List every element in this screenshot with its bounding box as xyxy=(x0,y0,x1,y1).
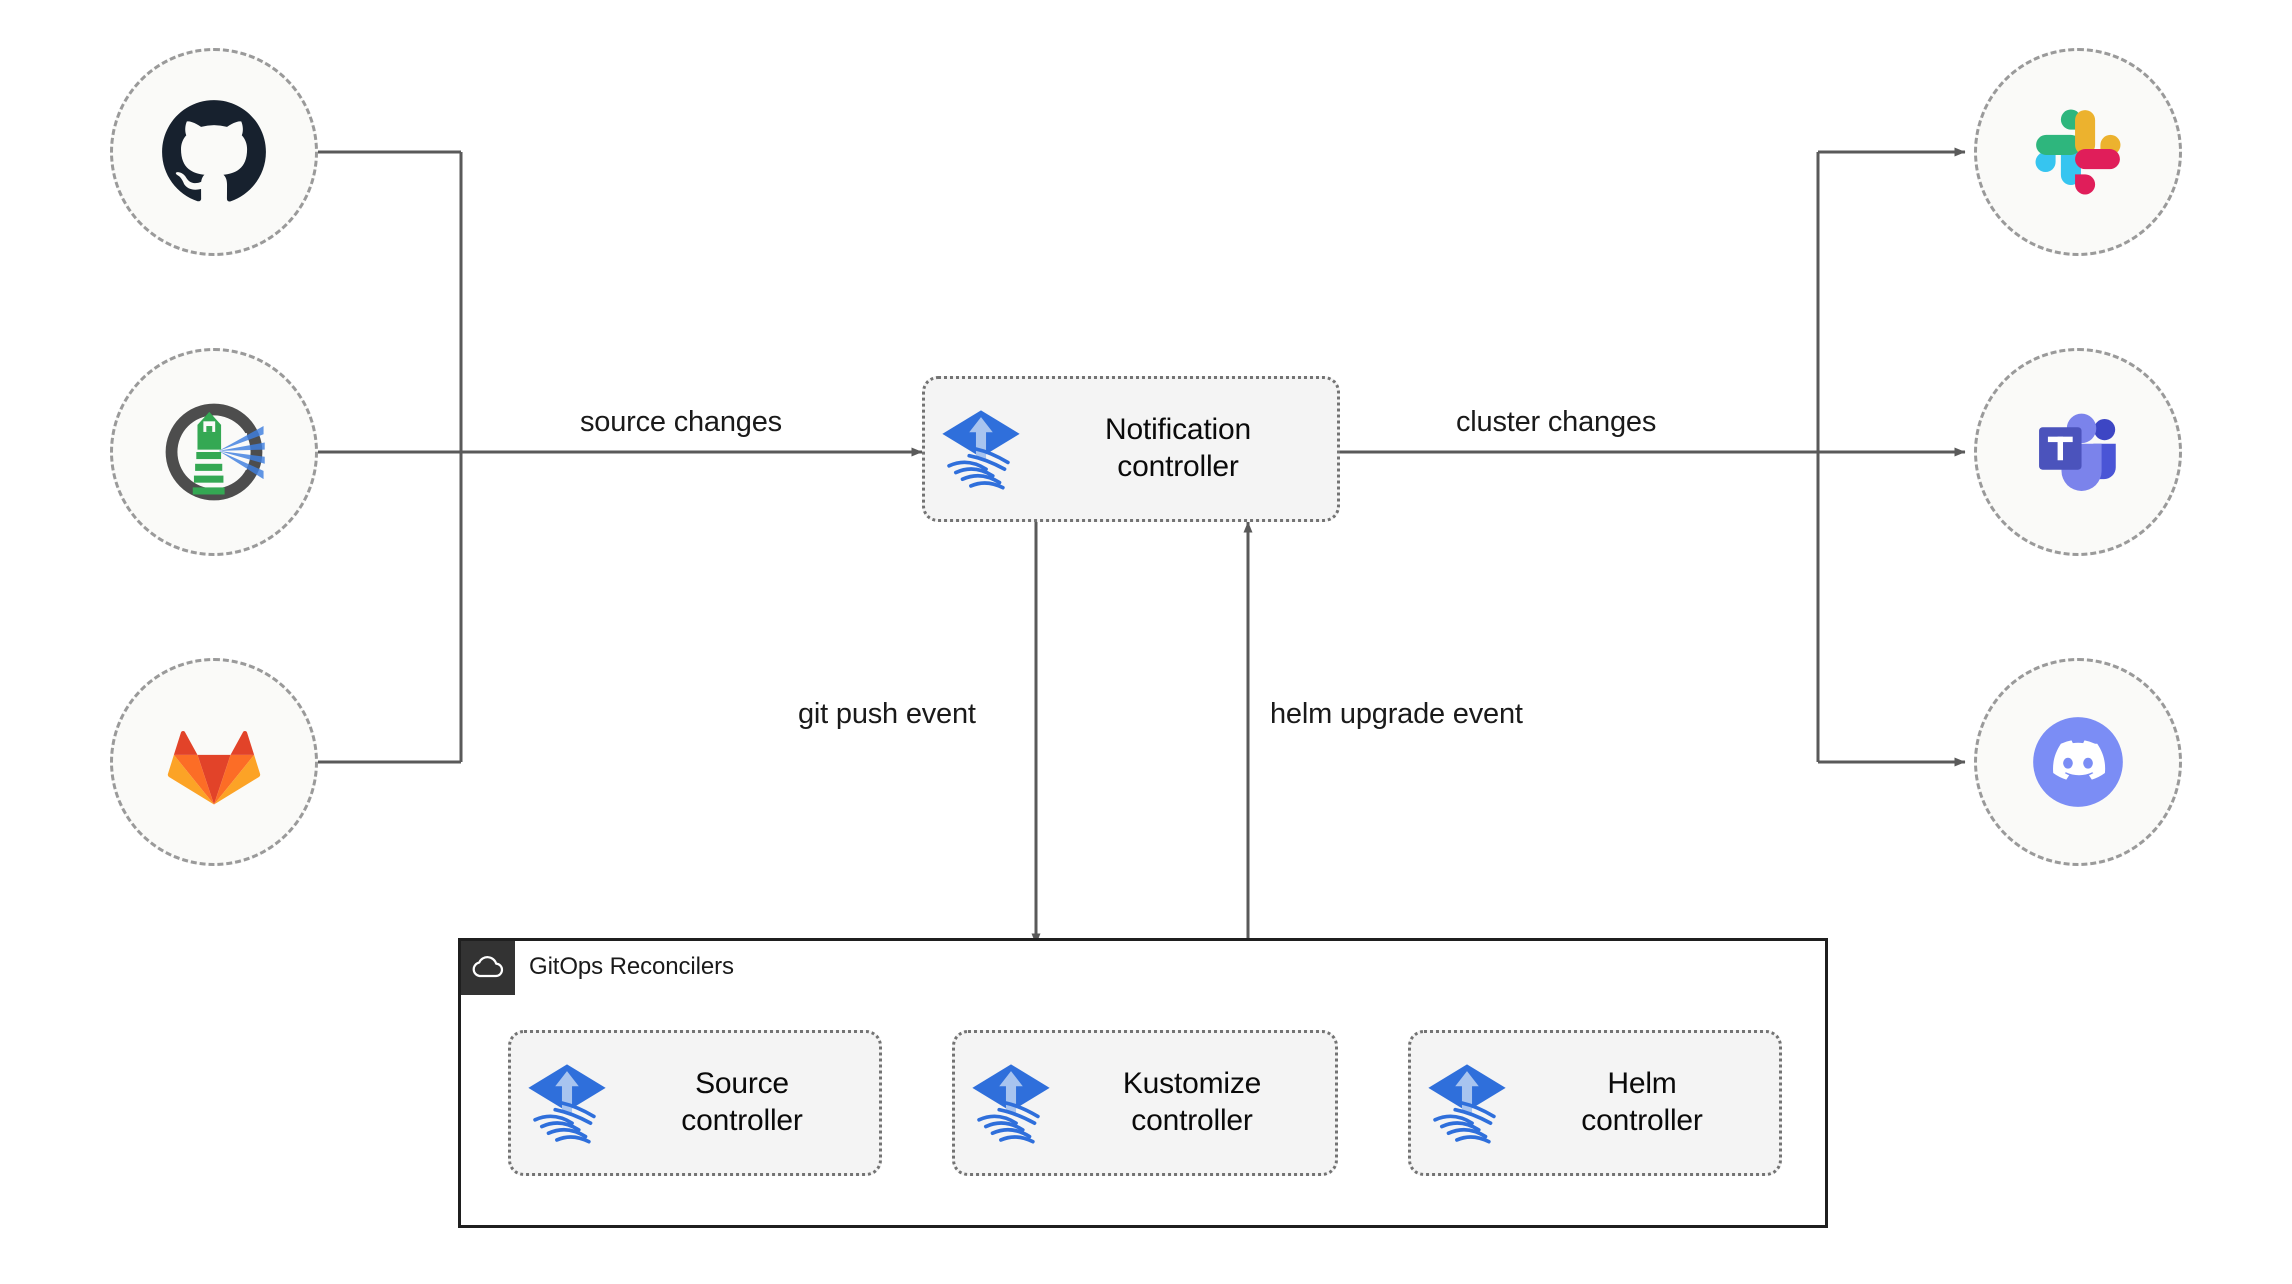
target-node-slack[interactable] xyxy=(1974,48,2182,256)
github-icon xyxy=(162,100,266,202)
microsoft-teams-icon xyxy=(2039,413,2116,491)
target-node-discord[interactable] xyxy=(1974,658,2182,866)
flux-logo-icon xyxy=(942,410,1020,490)
edge-label-git-push-event: git push event xyxy=(790,696,984,733)
target-node-teams[interactable] xyxy=(1974,348,2182,556)
reconcilers-title: GitOps Reconcilers xyxy=(529,953,734,980)
edge-label-helm-upgrade-event: helm upgrade event xyxy=(1262,696,1531,733)
flux-logo-icon xyxy=(1428,1064,1506,1144)
edge-label-cluster-changes: cluster changes xyxy=(1448,404,1665,441)
source-node-harbor[interactable] xyxy=(110,348,318,556)
edge-label-source-changes: source changes xyxy=(572,404,790,441)
kustomize-controller-box[interactable]: Kustomize controller xyxy=(952,1030,1338,1176)
source-controller-box[interactable]: Source controller xyxy=(508,1030,882,1176)
notification-controller-label: Notification controller xyxy=(1104,413,1251,483)
source-node-gitlab[interactable] xyxy=(110,658,318,866)
notification-controller-box[interactable]: Notification controller xyxy=(922,376,1340,522)
kustomize-controller-label: Kustomize controller xyxy=(1122,1067,1262,1137)
cloud-icon xyxy=(472,956,504,978)
gitlab-fox-icon xyxy=(167,730,261,805)
flux-logo-icon xyxy=(972,1064,1050,1144)
helm-controller-label: Helm controller xyxy=(1581,1067,1703,1137)
slack-icon xyxy=(2035,109,2121,195)
helm-controller-box[interactable]: Helm controller xyxy=(1408,1030,1782,1176)
source-node-github[interactable] xyxy=(110,48,318,256)
reconcilers-icon-tab xyxy=(461,941,515,995)
discord-icon xyxy=(2033,717,2123,807)
harbor-lighthouse-icon xyxy=(165,403,265,501)
source-controller-label: Source controller xyxy=(681,1067,803,1137)
flux-logo-icon xyxy=(528,1064,606,1144)
